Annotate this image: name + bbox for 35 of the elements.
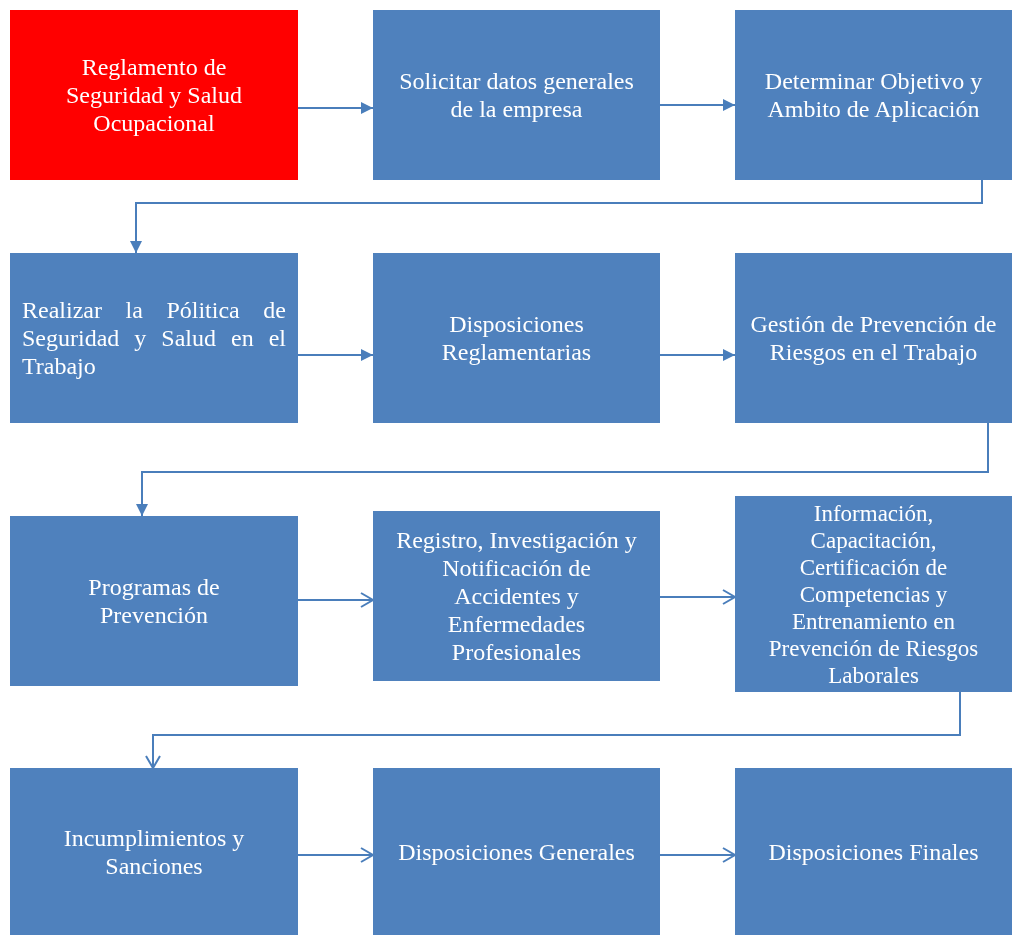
process-box bbox=[10, 516, 298, 686]
process-box bbox=[373, 511, 660, 681]
box-label: Disposiciones Finales bbox=[767, 837, 980, 866]
process-box bbox=[735, 496, 1012, 692]
arrow bbox=[659, 99, 736, 111]
process-box bbox=[373, 253, 660, 423]
process-box bbox=[735, 10, 1012, 180]
box-label: Registro, Investigación y Notificación de Accidentes y Enfermedades Profesionales bbox=[395, 526, 638, 666]
box-label: Programas de Prevención bbox=[87, 573, 221, 629]
arrow bbox=[659, 847, 736, 863]
process-box bbox=[735, 253, 1012, 423]
arrow bbox=[297, 592, 374, 608]
arrow bbox=[145, 691, 961, 769]
box-label: Gestión de Prevención de Riesgos en el Trabajo bbox=[749, 310, 998, 366]
arrow bbox=[659, 349, 736, 361]
box-label: Determinar Objetivo y Ambito de Aplicación bbox=[763, 67, 984, 123]
arrow bbox=[297, 847, 374, 863]
arrow bbox=[136, 422, 989, 517]
arrow bbox=[130, 179, 983, 254]
box-label: Solicitar datos generales de la empresa bbox=[398, 67, 635, 123]
arrow bbox=[297, 349, 374, 361]
arrow bbox=[297, 102, 374, 114]
start-box bbox=[10, 10, 298, 180]
arrow bbox=[659, 589, 736, 605]
box-label: Incumplimientos y Sanciones bbox=[62, 823, 246, 880]
process-box bbox=[735, 768, 1012, 935]
process-box bbox=[373, 10, 660, 180]
box-label: Reglamento de Seguridad y Salud Ocupacional bbox=[65, 53, 243, 137]
process-box bbox=[10, 253, 298, 423]
box-label: Realizar la Pólitica de Seguridad y Salud en el Trabajo bbox=[22, 296, 286, 380]
box-label: Información, Capacitación, Certificación de Competencias y Entrenamiento en Prevención de Riesgos Laborales bbox=[767, 499, 980, 689]
box-label: Disposiciones Reglamentarias bbox=[440, 310, 593, 366]
process-box bbox=[10, 768, 298, 935]
box-label: Disposiciones Generales bbox=[397, 837, 636, 866]
process-box bbox=[373, 768, 660, 935]
